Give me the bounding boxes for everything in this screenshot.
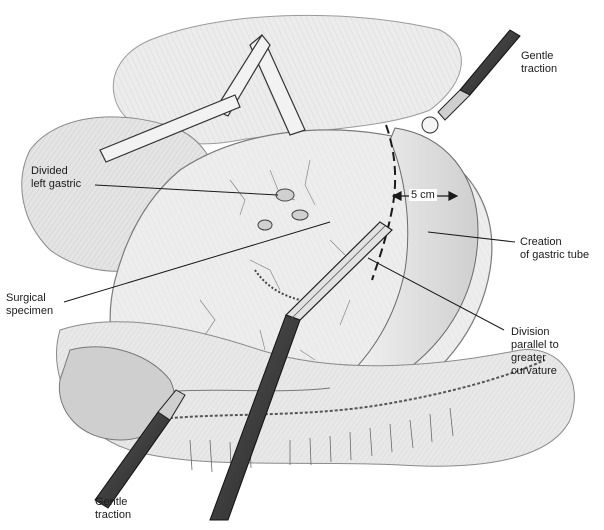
label-creation-gastric-tube: Creation of gastric tube (520, 236, 590, 261)
leader-gastric-tube (427, 231, 516, 243)
label-division-parallel: Division parallel to greater curvature (511, 326, 559, 377)
leader-divided-left-gastric (94, 184, 279, 196)
measurement-label: 5 cm (409, 189, 437, 201)
leader-lines (63, 184, 516, 331)
label-gentle-traction-bottom: Gentle traction (95, 496, 132, 521)
division-line (371, 124, 397, 281)
linear-stapler (209, 221, 393, 521)
leader-surgical-specimen (63, 221, 331, 303)
label-surgical-specimen: Surgical specimen (6, 292, 54, 317)
staple-line (254, 269, 301, 301)
label-gentle-traction-top: Gentle traction (521, 50, 558, 75)
small-vessels (199, 159, 351, 361)
left-gastric-stumps (257, 188, 309, 231)
retractor (99, 33, 306, 163)
label-divided-left-gastric: Divided left gastric (31, 165, 82, 190)
grasper-top (421, 29, 521, 134)
gastroepiploic-vessels (149, 359, 546, 421)
grasper-bottom (94, 389, 186, 509)
leader-division-parallel (367, 257, 505, 331)
